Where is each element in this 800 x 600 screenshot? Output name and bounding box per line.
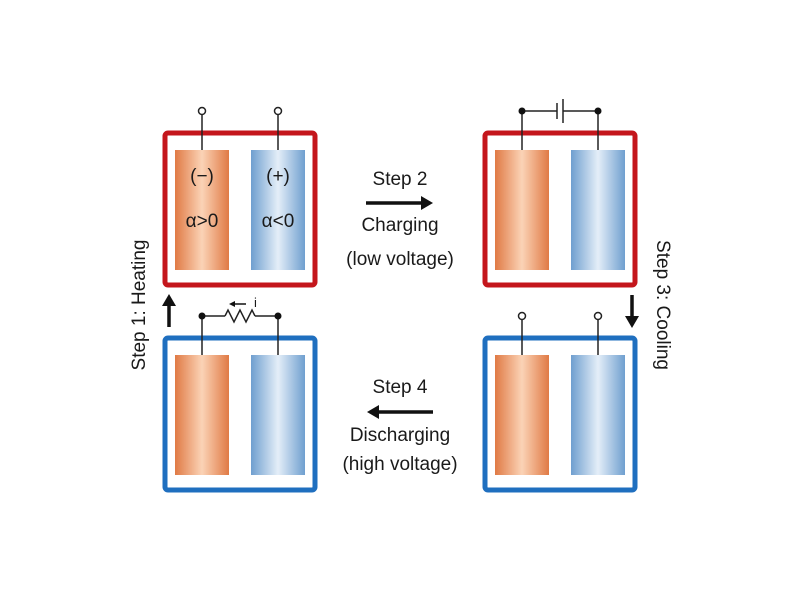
step1-group: Step 1: Heating	[129, 240, 176, 371]
positive-electrode	[571, 355, 625, 475]
battery-symbol-icon	[522, 99, 598, 123]
junction-dot-icon	[198, 312, 206, 320]
cell-top-left: (−) (+) α>0 α<0	[162, 106, 318, 288]
step4-title: Step 4	[373, 377, 428, 398]
hot-cell-frame	[162, 130, 318, 288]
step4-line2: (high voltage)	[342, 454, 457, 475]
positive-alpha: α<0	[262, 211, 295, 232]
step4-group: Step 4 Discharging (high voltage)	[342, 377, 457, 475]
junction-dot-icon	[274, 312, 282, 320]
cell-bottom-left: i	[162, 295, 318, 493]
current-label: i	[254, 295, 257, 310]
cell-bottom-right	[482, 311, 638, 493]
current-direction-arrow-icon	[229, 301, 246, 307]
arrow-left-icon	[367, 405, 433, 419]
cold-cell-frame	[162, 335, 318, 493]
step2-title: Step 2	[373, 169, 428, 190]
step2-group: Step 2 Charging (low voltage)	[346, 169, 454, 270]
negative-electrode	[495, 355, 549, 475]
junction-dot-icon	[518, 107, 526, 115]
step2-line2: (low voltage)	[346, 249, 454, 270]
step2-line1: Charging	[361, 215, 438, 236]
negative-sign: (−)	[190, 166, 214, 187]
step3-group: Step 3: Cooling	[625, 240, 673, 370]
hot-cell-frame	[482, 130, 638, 288]
cold-cell-frame	[482, 335, 638, 493]
arrow-up-icon	[162, 294, 176, 327]
positive-electrode	[571, 150, 625, 270]
step3-label: Step 3: Cooling	[652, 240, 673, 370]
step4-line1: Discharging	[350, 425, 450, 446]
negative-electrode	[175, 355, 229, 475]
junction-dot-icon	[594, 107, 602, 115]
positive-sign: (+)	[266, 166, 290, 187]
open-terminal-icon	[517, 311, 527, 321]
positive-electrode	[251, 150, 305, 270]
negative-alpha: α>0	[186, 211, 219, 232]
negative-electrode	[175, 150, 229, 270]
open-terminal-icon	[593, 311, 603, 321]
arrow-right-icon	[366, 196, 433, 210]
open-terminal-icon	[197, 106, 207, 116]
resistor-symbol-icon	[202, 308, 278, 324]
step1-label: Step 1: Heating	[129, 240, 150, 371]
arrow-down-icon	[625, 295, 639, 328]
open-terminal-icon	[273, 106, 283, 116]
cell-top-right	[482, 99, 638, 288]
positive-electrode	[251, 355, 305, 475]
negative-electrode	[495, 150, 549, 270]
